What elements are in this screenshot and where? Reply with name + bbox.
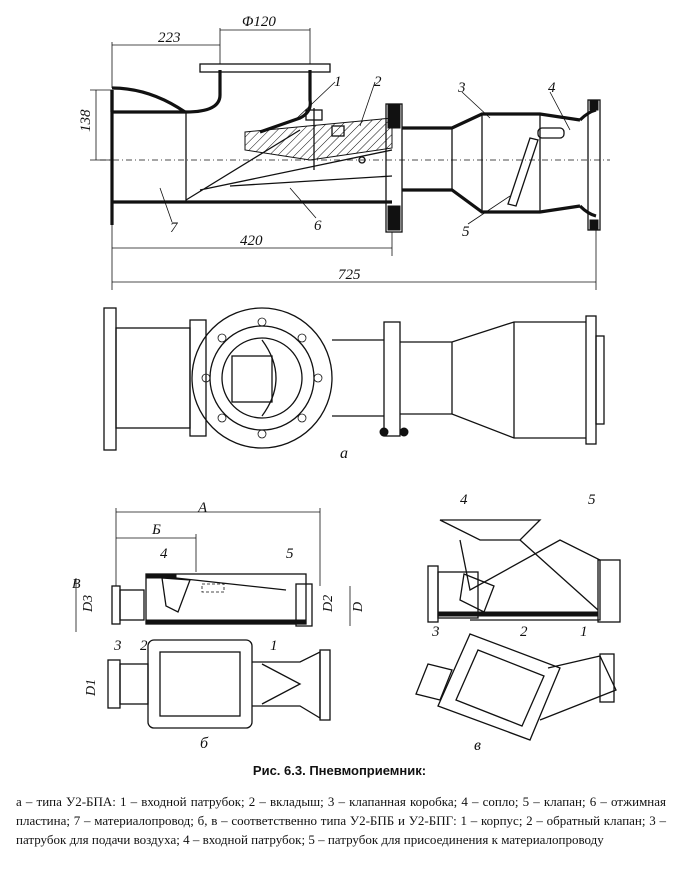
callout-b-2: 2: [140, 638, 148, 654]
view-a-letter: а: [340, 445, 348, 462]
dim-D1: D1: [84, 679, 99, 697]
dim-A: A: [197, 500, 208, 516]
callout-a-1: 1: [334, 74, 342, 90]
callout-a-7: 7: [170, 220, 179, 236]
view-a-plan: а: [103, 307, 605, 462]
callout-a-5: 5: [462, 224, 470, 240]
dim-725: 725: [338, 267, 361, 283]
callout-b-1: 1: [270, 638, 278, 654]
dim-B: Б: [151, 522, 161, 538]
figure-caption-title: Рис. 6.3. Пневмоприемник:: [252, 763, 427, 778]
view-a-section: 223 Φ120 138 420 725 1 2 3 4 5 6 7: [78, 14, 610, 290]
dim-D: D: [351, 602, 366, 613]
view-b: A Б B D3 D2 D 4 5 3 2 1 D1 б: [72, 500, 366, 752]
view-v: 4 5 3 2 1 в: [415, 492, 621, 754]
callout-v-4: 4: [460, 492, 468, 508]
dim-V: B: [72, 577, 81, 592]
pneumatic-receiver-figure: 223 Φ120 138 420 725 1 2 3 4 5 6 7 а: [72, 14, 621, 754]
callout-a-6: 6: [314, 218, 322, 234]
callout-b-4: 4: [160, 546, 168, 562]
callout-b-5: 5: [286, 546, 294, 562]
callout-a-3: 3: [457, 80, 466, 96]
callout-a-4: 4: [548, 80, 556, 96]
callout-v-2: 2: [520, 624, 528, 640]
callout-b-3: 3: [113, 638, 122, 654]
callout-a-2: 2: [374, 74, 382, 90]
callout-v-1: 1: [580, 624, 588, 640]
dim-D2: D2: [321, 595, 336, 613]
view-v-letter: в: [474, 737, 481, 754]
dim-138: 138: [78, 109, 94, 132]
callout-v-3: 3: [431, 624, 440, 640]
callout-v-5: 5: [588, 492, 596, 508]
figure-legend: а – типа У2-БПА: 1 – входной патрубок; 2…: [16, 794, 666, 847]
dim-223: 223: [158, 30, 181, 46]
dim-420: 420: [240, 233, 263, 249]
view-b-letter: б: [200, 735, 209, 752]
dim-D3: D3: [81, 595, 96, 613]
dim-phi120: Φ120: [242, 14, 276, 30]
